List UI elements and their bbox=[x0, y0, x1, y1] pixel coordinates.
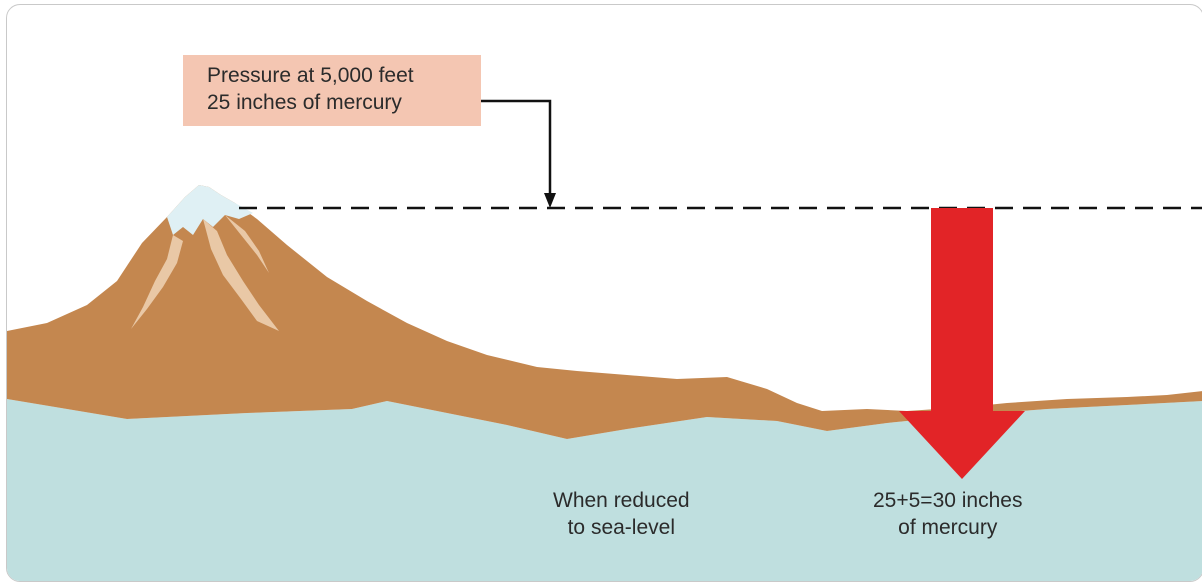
mountain-terrain bbox=[7, 185, 1202, 439]
callout-leader-line bbox=[481, 99, 552, 197]
snow-cap bbox=[167, 185, 253, 235]
sea-level-label-line-2: to sea-level bbox=[567, 516, 675, 539]
pressure-arrow bbox=[899, 208, 1025, 479]
callout-line-1: Pressure at 5,000 feet bbox=[207, 64, 414, 87]
snow-streak bbox=[203, 219, 279, 331]
mercury-label-line-1: 25+5=30 inches bbox=[873, 489, 1023, 512]
sea-level-water bbox=[7, 399, 1202, 581]
mercury-label-line-2: of mercury bbox=[898, 516, 998, 539]
callout-arrowhead bbox=[544, 193, 556, 208]
mercury-total-label: 25+5=30 inches of mercury bbox=[873, 487, 1022, 541]
snow-streak bbox=[131, 235, 183, 329]
diagram-frame: Pressure at 5,000 feet 25 inches of merc… bbox=[6, 4, 1202, 582]
pressure-callout: Pressure at 5,000 feet 25 inches of merc… bbox=[183, 55, 481, 126]
pressure-diagram bbox=[7, 99, 1202, 581]
callout-line-2: 25 inches of mercury bbox=[207, 91, 402, 114]
sea-level-label: When reduced to sea-level bbox=[553, 487, 690, 541]
sea-level-label-line-1: When reduced bbox=[553, 489, 690, 512]
